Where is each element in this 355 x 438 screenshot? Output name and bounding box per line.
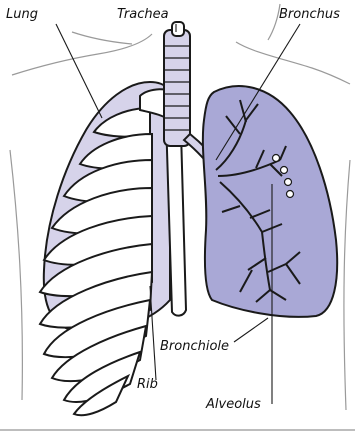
label-lung: Lung — [6, 8, 38, 21]
label-bronchiole: Bronchiole — [160, 340, 229, 353]
label-bronchus: Bronchus — [279, 8, 340, 21]
label-alveolus: Alveolus — [206, 398, 261, 411]
label-trachea: Trachea — [117, 8, 169, 21]
label-rib: Rib — [137, 378, 158, 391]
trachea — [164, 22, 190, 146]
bottom-divider — [0, 429, 355, 431]
lung-right-view — [203, 86, 337, 317]
ribcage — [40, 108, 152, 415]
